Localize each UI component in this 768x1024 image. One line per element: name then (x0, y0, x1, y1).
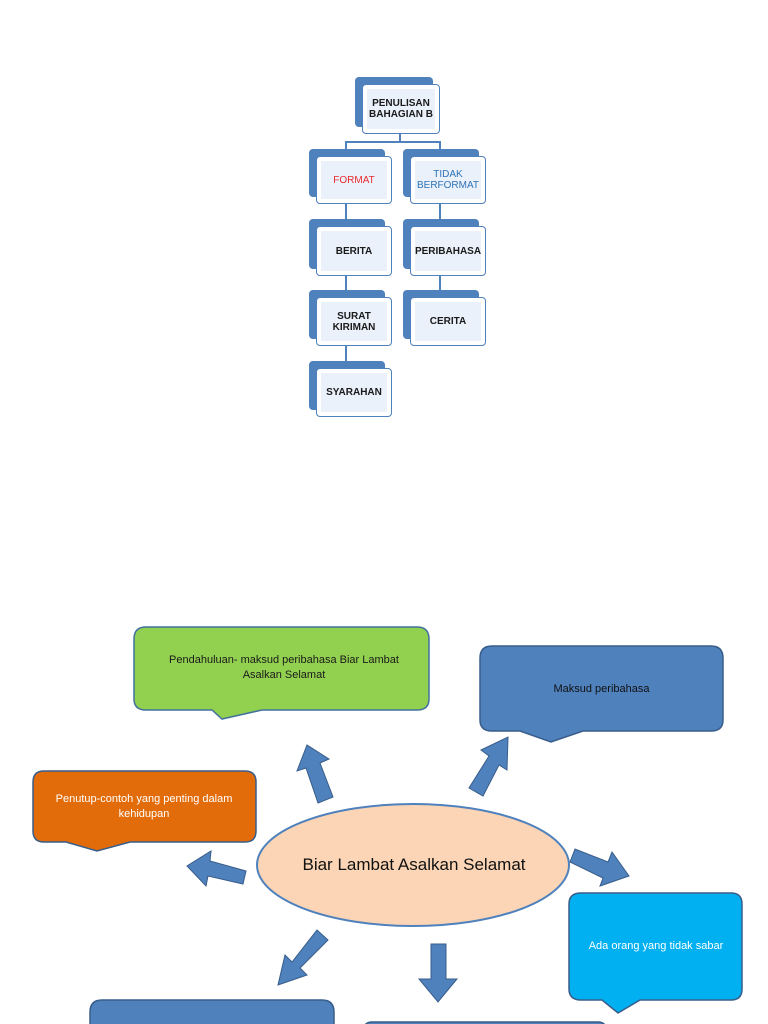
arrow-down (417, 943, 459, 1003)
org-item-label: SURAT KIRIMAN (321, 302, 387, 341)
callout-meaning-text: Maksud peribahasa (553, 682, 650, 695)
connector-horizontal (345, 141, 441, 143)
org-format-label: FORMAT (321, 161, 387, 199)
org-format-box: FORMAT (309, 149, 392, 204)
callout-bottom-left-shape (89, 999, 335, 1024)
connector-left-3 (345, 346, 347, 368)
callout-meaning-shape (479, 645, 724, 743)
org-item-label: BERITA (321, 231, 387, 271)
org-root-box: PENULISAN BAHAGIAN B (355, 77, 440, 134)
callout-intro-shape (133, 626, 430, 720)
org-tidak-berformat-label: TIDAK BERFORMAT (415, 161, 481, 199)
arrow-right (569, 848, 630, 887)
callout-closing-shape (32, 770, 257, 852)
center-ellipse (256, 803, 570, 927)
org-item-label: PERIBAHASA (415, 231, 481, 271)
connector-left-1 (345, 204, 347, 226)
connector-right-2 (439, 276, 441, 298)
connector-right-1 (439, 204, 441, 226)
org-item-syarahan: SYARAHAN (309, 361, 392, 417)
org-item-surat-kiriman: SURAT KIRIMAN (309, 290, 392, 346)
org-item-label: CERITA (415, 302, 481, 341)
arrow-up-left (296, 744, 334, 804)
arrow-left (186, 850, 247, 888)
connector-root-down (399, 134, 401, 142)
callout-closing-text: Penutup-contoh yang penting dalam kehidu… (55, 793, 233, 820)
arrow-up-right (468, 736, 509, 797)
org-item-label: SYARAHAN (321, 373, 387, 412)
org-item-peribahasa: PERIBAHASA (403, 219, 486, 276)
org-item-berita: BERITA (309, 219, 392, 276)
callout-impatient-text: Ada orang yang tidak sabar (588, 939, 724, 952)
org-item-cerita: CERITA (403, 290, 486, 346)
org-tidak-berformat-box: TIDAK BERFORMAT (403, 149, 486, 204)
connector-left-2 (345, 276, 347, 298)
center-title: Biar Lambat Asalkan Selamat (302, 855, 526, 874)
org-root-label: PENULISAN BAHAGIAN B (367, 89, 435, 129)
arrow-down-left (277, 929, 329, 986)
callout-intro-text: Pendahuluan- maksud peribahasa Biar Lamb… (169, 654, 399, 681)
callout-impatient-shape (568, 892, 743, 1014)
